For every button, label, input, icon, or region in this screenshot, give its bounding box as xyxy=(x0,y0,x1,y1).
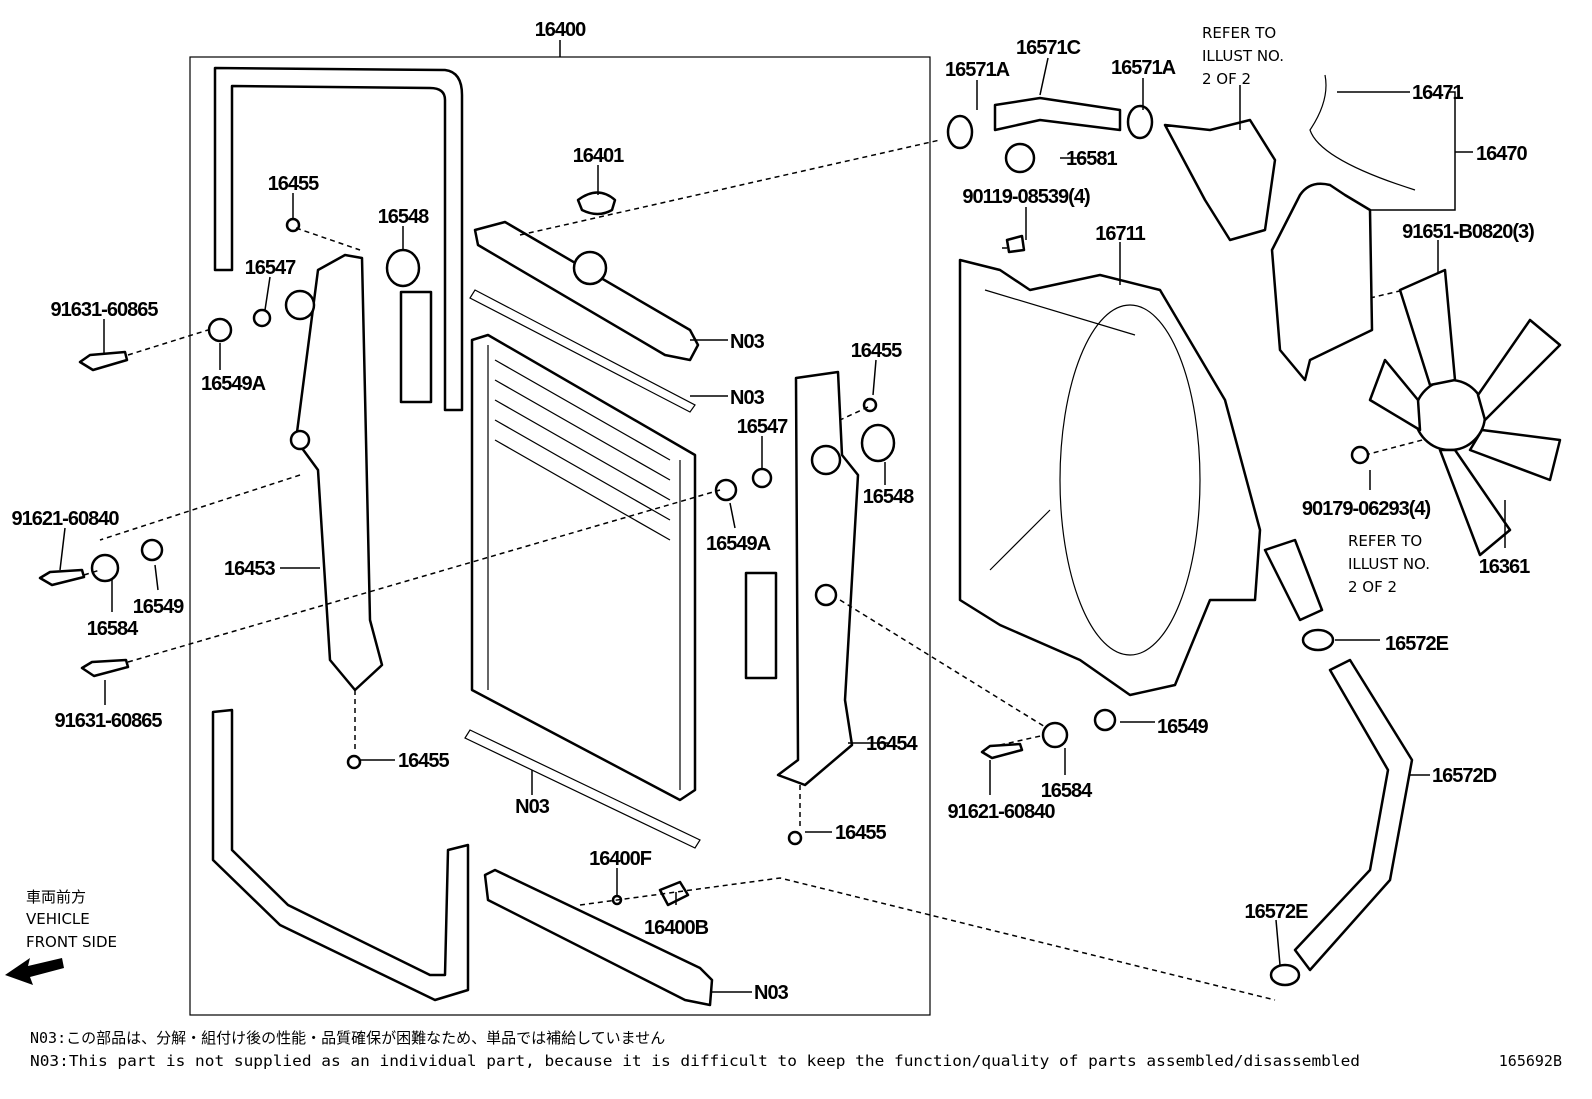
upper-seal xyxy=(213,66,464,412)
label-16548: 16548 xyxy=(863,486,914,508)
lower-seal xyxy=(211,708,470,1002)
label-91651-b0820: 91651-B0820(3) xyxy=(1402,221,1534,243)
cooling-fan xyxy=(1368,268,1562,557)
label-n03: N03 xyxy=(730,387,765,409)
label-n03: N03 xyxy=(754,982,789,1004)
label-16571c: 16571C xyxy=(1016,37,1081,59)
label-16549: 16549 xyxy=(1157,716,1208,738)
label-16571a: 16571A xyxy=(945,59,1010,81)
front-side-text: 車両前方 xyxy=(26,888,86,906)
label-90179-06293: 90179-06293(4) xyxy=(1302,498,1431,520)
front-direction-arrow-icon xyxy=(5,958,64,985)
label-91631-60865: 91631-60865 xyxy=(55,710,163,732)
label-16549a: 16549A xyxy=(201,373,266,395)
refer-text: 2 OF 2 xyxy=(1348,578,1397,596)
note-japanese: N03:この部品は、分解・組付け後の性能・品質確保が困難なため、単品では補給して… xyxy=(30,1029,665,1047)
label-16454: 16454 xyxy=(866,733,918,755)
label-16581: 16581 xyxy=(1066,148,1117,170)
left-support xyxy=(294,253,384,692)
label-16584: 16584 xyxy=(87,618,139,640)
label-16584: 16584 xyxy=(1041,780,1093,802)
label-16547: 16547 xyxy=(737,416,788,438)
label-91631-60865: 91631-60865 xyxy=(51,299,159,321)
reserve-tank xyxy=(1270,182,1374,382)
refer-text: ILLUST NO. xyxy=(1202,47,1284,65)
label-16400: 16400 xyxy=(535,19,586,41)
lower-tank xyxy=(483,868,714,1007)
upper-tank xyxy=(473,220,700,362)
refer-text: REFER TO xyxy=(1202,24,1276,42)
label-16548: 16548 xyxy=(378,206,429,228)
refer-text: ILLUST NO. xyxy=(1348,555,1430,573)
radiator-core xyxy=(470,333,697,802)
label-91621-60840: 91621-60840 xyxy=(12,508,120,530)
label-16455: 16455 xyxy=(835,822,886,844)
label-16549: 16549 xyxy=(133,596,184,618)
label-16361: 16361 xyxy=(1479,556,1530,578)
label-16711: 16711 xyxy=(1095,223,1145,245)
label-16400b: 16400B xyxy=(644,917,709,939)
label-16455: 16455 xyxy=(268,173,319,195)
refer-text: 2 OF 2 xyxy=(1202,70,1251,88)
illustration-id: 165692B xyxy=(1499,1052,1562,1070)
right-support xyxy=(776,370,860,787)
label-16547: 16547 xyxy=(245,257,296,279)
label-16455: 16455 xyxy=(398,750,449,772)
label-16571a: 16571A xyxy=(1111,57,1176,79)
label-16471: 16471 xyxy=(1412,82,1463,104)
label-16470: 16470 xyxy=(1476,143,1527,165)
fan-shroud xyxy=(958,258,1262,697)
label-16455: 16455 xyxy=(851,340,902,362)
lower-hose xyxy=(1293,658,1414,972)
front-side-text: FRONT SIDE xyxy=(26,933,117,951)
label-16401: 16401 xyxy=(573,145,624,167)
label-16572e: 16572E xyxy=(1245,901,1309,923)
label-16400f: 16400F xyxy=(589,848,652,870)
label-91621-60840: 91621-60840 xyxy=(948,801,1056,823)
label-16572e: 16572E xyxy=(1385,633,1449,655)
label-n03: N03 xyxy=(730,331,765,353)
front-side-text: VEHICLE xyxy=(26,910,90,928)
refer-text: REFER TO xyxy=(1348,532,1422,550)
label-n03: N03 xyxy=(515,796,550,818)
note-english: N03:This part is not supplied as an indi… xyxy=(30,1052,1360,1070)
label-90119-08539: 90119-08539(4) xyxy=(962,186,1090,208)
label-16572d: 16572D xyxy=(1432,765,1497,787)
label-16549a: 16549A xyxy=(706,533,771,555)
upper-hose xyxy=(993,96,1122,132)
label-16453: 16453 xyxy=(224,558,275,580)
radiator-cap xyxy=(576,191,617,216)
